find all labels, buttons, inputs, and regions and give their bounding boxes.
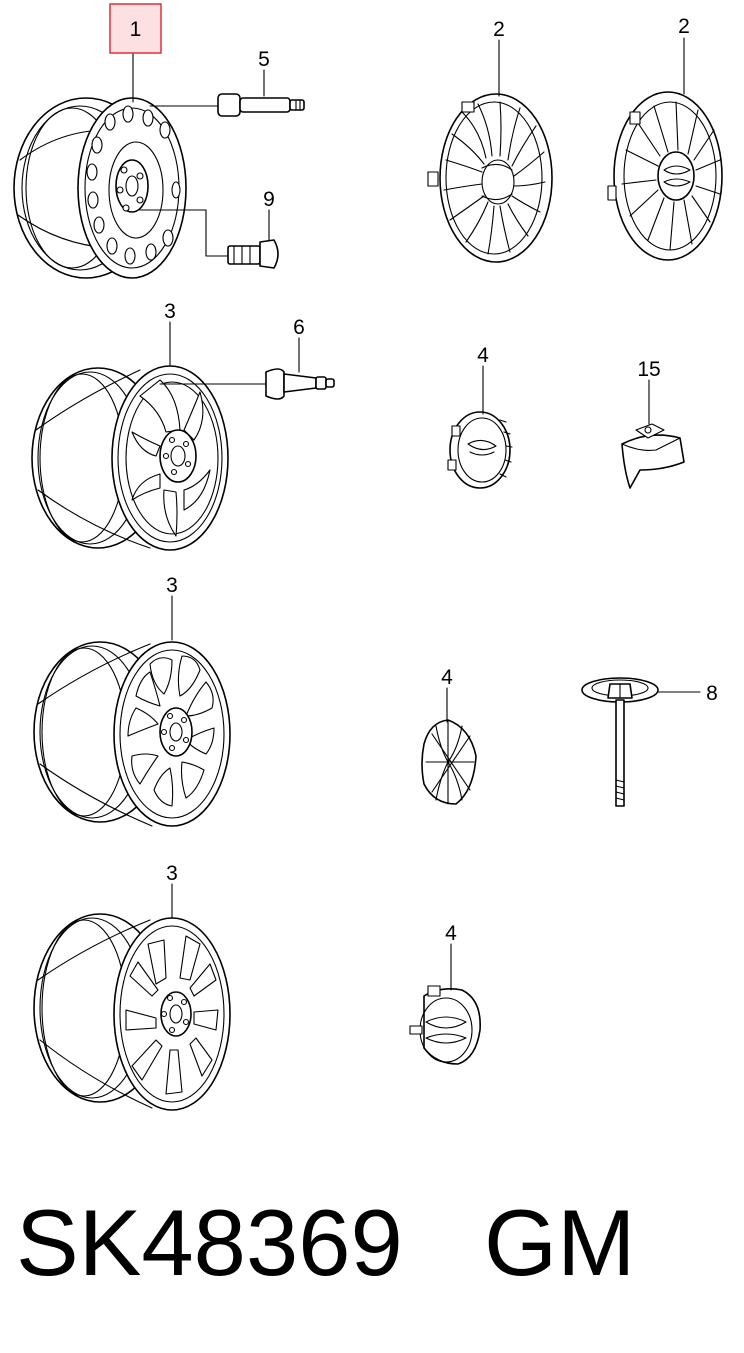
balance-weight-drawing [621,423,685,489]
brand-name: GM [484,1190,635,1295]
center-cap-a-drawing [447,411,513,489]
callout-1-highlight[interactable] [109,3,162,54]
callout-3-row2[interactable]: 3 [164,300,176,323]
alloy-wheel-b-drawing [33,641,231,827]
callout-5[interactable]: 5 [258,48,270,71]
valve-stem-alloy-drawing [159,368,335,400]
callout-3-row4[interactable]: 3 [166,862,178,885]
center-cap-c-drawing [409,985,481,1065]
steel-wheel-drawing [13,97,187,279]
wheel-cover-a-drawing [427,93,553,263]
callout-4-row3[interactable]: 4 [441,666,453,689]
callout-4-row2[interactable]: 4 [477,344,489,367]
part-number: SK48369 [16,1190,403,1295]
wheel-cover-b-drawing [607,91,723,261]
callout-4-row4[interactable]: 4 [445,922,457,945]
callout-2-right[interactable]: 2 [678,15,690,38]
callout-6[interactable]: 6 [293,316,305,339]
callout-1[interactable]: 1 [130,18,142,41]
callout-3-row3[interactable]: 3 [166,574,178,597]
wheel-nut-drawing [139,209,279,269]
center-cap-b-drawing [421,719,477,805]
alloy-wheel-a-drawing [31,365,229,551]
alloy-wheel-c-drawing [33,913,231,1111]
valve-stem-steel-drawing [149,93,305,117]
callout-15[interactable]: 15 [637,358,660,381]
callout-9[interactable]: 9 [263,188,275,211]
spare-tire-bolt-drawing [581,677,659,807]
callout-2-left[interactable]: 2 [493,18,505,41]
callout-8[interactable]: 8 [706,682,718,705]
